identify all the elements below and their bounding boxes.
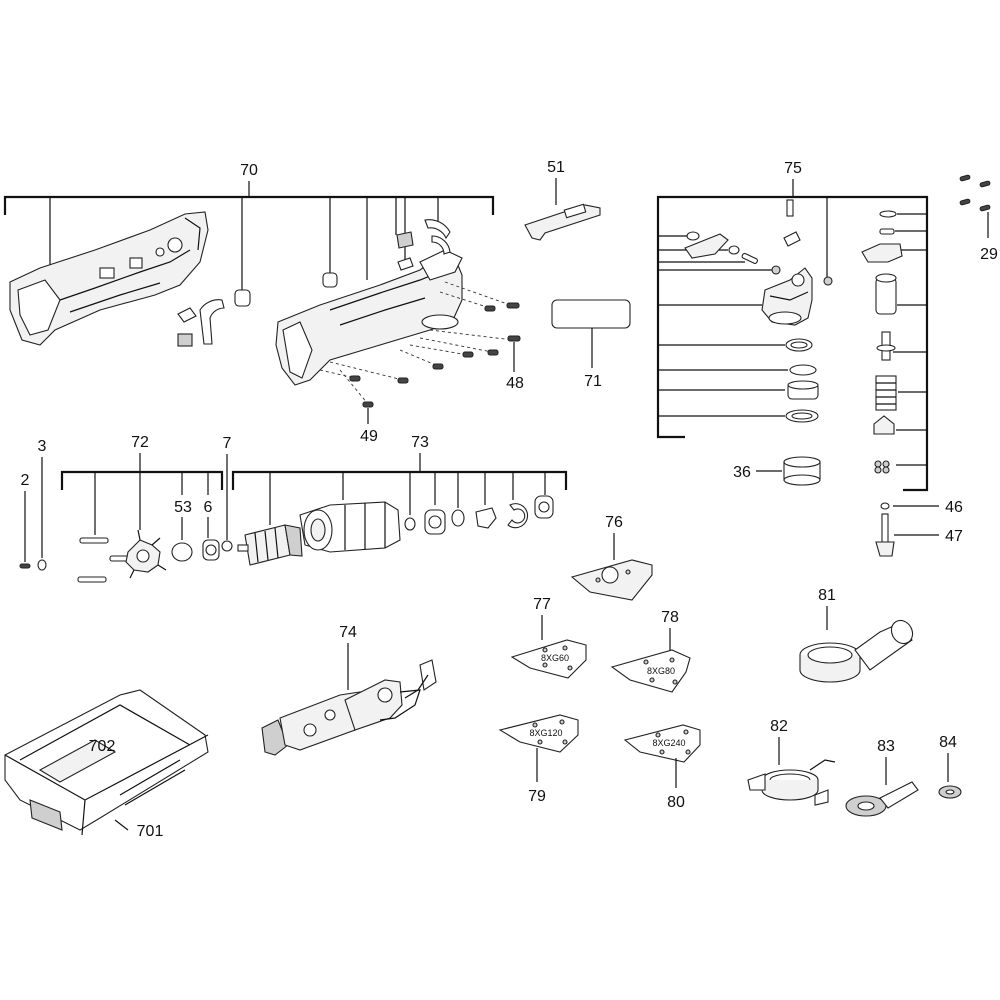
callout-701: 701 xyxy=(137,823,164,840)
clamp-lever xyxy=(861,243,903,263)
damper-block xyxy=(177,333,193,347)
motor-unit-74 xyxy=(344,679,403,731)
sanding-sheet-79: 79 8XG120 xyxy=(498,714,579,805)
callout-7: 7 xyxy=(223,435,232,452)
callout-53: 53 xyxy=(174,499,192,516)
callout-47: 47 xyxy=(945,528,963,545)
motor-group-73: 73 xyxy=(231,434,568,566)
label-plate xyxy=(551,299,631,329)
pad-label-80: 8XG240 xyxy=(652,738,685,748)
sanding-sheet-80: 80 8XG240 xyxy=(623,724,701,811)
parts-46-47: 46 47 xyxy=(875,499,963,557)
arc-spacer-right xyxy=(424,219,451,240)
carry-case-701: 702 701 xyxy=(4,689,209,840)
callout-82: 82 xyxy=(770,718,788,735)
callout-6: 6 xyxy=(204,499,213,516)
housing-group-70: 70 xyxy=(3,162,524,445)
damper-small xyxy=(397,257,414,271)
callout-75: 75 xyxy=(784,160,802,177)
callout-84: 84 xyxy=(939,734,957,751)
case-lid xyxy=(4,689,209,831)
retaining-ring xyxy=(789,364,817,376)
callout-78: 78 xyxy=(661,609,679,626)
dust-adapter-81: 81 xyxy=(799,587,914,683)
callout-71: 71 xyxy=(584,373,602,390)
pad-label-79: 8XG120 xyxy=(529,728,562,738)
callout-49: 49 xyxy=(360,428,378,445)
rubber-plug-2 xyxy=(322,272,338,288)
clamping-bolt-47 xyxy=(881,513,889,545)
callout-70: 70 xyxy=(240,162,258,179)
switch-51: 51 xyxy=(524,159,601,241)
callout-76: 76 xyxy=(605,514,623,531)
callout-702: 702 xyxy=(89,738,116,755)
callout-51: 51 xyxy=(547,159,565,176)
sanding-sheet-78: 78 8XG80 xyxy=(610,609,691,693)
spring xyxy=(875,375,897,411)
washer-84: 84 xyxy=(938,734,962,799)
spindle-sleeve xyxy=(875,277,897,315)
parts-2-3: 3 2 xyxy=(19,438,47,571)
callout-72: 72 xyxy=(131,434,149,451)
o-ring-46 xyxy=(880,502,890,510)
callout-46: 46 xyxy=(945,499,963,516)
sanding-sheet-77: 77 8XG60 xyxy=(510,596,587,679)
lever-clamp xyxy=(684,233,729,259)
saw-blade xyxy=(879,781,919,809)
eccentric xyxy=(475,507,497,529)
screws-29: 29 xyxy=(959,174,998,263)
callout-83: 83 xyxy=(877,738,895,755)
part-7: 7 xyxy=(221,435,233,552)
callout-29: 29 xyxy=(980,246,998,263)
label-plate-71: 71 xyxy=(551,299,631,390)
callout-3: 3 xyxy=(38,438,47,455)
adapter-ring-82: 82 xyxy=(747,718,836,806)
callout-81: 81 xyxy=(818,587,836,604)
sleeve-36: 36 xyxy=(733,456,821,486)
gear-head-group-75: 75 xyxy=(656,160,929,492)
rubber-plug xyxy=(234,289,251,307)
callout-2: 2 xyxy=(21,472,30,489)
electronics-74: 74 xyxy=(261,624,437,756)
callout-73: 73 xyxy=(411,434,429,451)
callout-74: 74 xyxy=(339,624,357,641)
o-ring-53 xyxy=(171,542,193,562)
callout-77: 77 xyxy=(533,596,551,613)
fan-group-72: 72 53 6 xyxy=(60,434,224,583)
arc-spacer-left xyxy=(199,299,225,345)
callout-48: 48 xyxy=(506,375,524,392)
callout-36: 36 xyxy=(733,464,751,481)
bumper-piece xyxy=(177,307,197,323)
circlip xyxy=(507,503,529,529)
washer xyxy=(404,517,416,531)
pad-label-78: 8XG80 xyxy=(647,666,675,676)
sanding-pad-76: 76 xyxy=(570,514,653,601)
pad-label-77: 8XG60 xyxy=(541,653,569,663)
damper-square xyxy=(396,231,414,249)
housing-screws xyxy=(319,281,521,408)
blade-83: 83 xyxy=(845,738,919,817)
callout-79: 79 xyxy=(528,788,546,805)
callout-80: 80 xyxy=(667,794,685,811)
